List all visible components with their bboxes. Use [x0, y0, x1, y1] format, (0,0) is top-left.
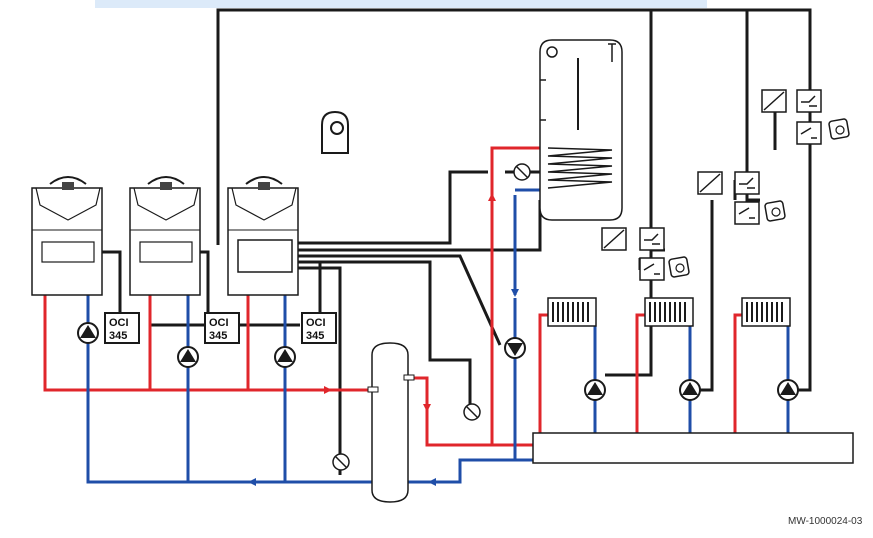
outdoor-sensor [321, 110, 349, 154]
cylinder-sensor [513, 163, 531, 181]
dhw-pump [504, 337, 526, 359]
reference-code: MW-1000024-03 [788, 516, 863, 527]
boiler-2 [129, 176, 201, 296]
flow-pipes [43, 146, 742, 447]
dhw-cylinder [539, 39, 623, 221]
temperature-sensor-separator [332, 453, 350, 471]
radiator-2 [644, 297, 694, 327]
oci-module-2-line2: 345 [209, 330, 227, 342]
oci-module-3-line1: OCI [306, 317, 326, 329]
hydraulic-separator [367, 342, 415, 503]
oci-module-1-line1: OCI [109, 317, 129, 329]
circuit-pump-3 [777, 379, 799, 401]
circuit-pump-2 [679, 379, 701, 401]
control-wiring [95, 8, 812, 475]
boiler-pump-2 [177, 346, 199, 368]
oci-module-1-line2: 345 [109, 330, 127, 342]
oci-module-3: OCI 345 [301, 312, 337, 344]
boiler-pump-3 [274, 346, 296, 368]
boiler-pump-1 [77, 322, 99, 344]
zone-controls-1 [601, 227, 690, 281]
caption-band [95, 0, 707, 8]
radiator-1 [547, 297, 597, 327]
temperature-sensor-flow [463, 403, 481, 421]
zone-controls-3 [761, 89, 850, 145]
oci-module-3-line2: 345 [306, 330, 324, 342]
oci-module-2-line1: OCI [209, 317, 229, 329]
radiator-3 [741, 297, 791, 327]
circuit-pump-1 [584, 379, 606, 401]
oci-module-2: OCI 345 [204, 312, 240, 344]
oci-module-1: OCI 345 [104, 312, 140, 344]
zone-controls-2 [697, 171, 786, 225]
distribution-manifold [532, 432, 854, 464]
boiler-1 [31, 176, 103, 296]
boiler-3 [227, 176, 299, 296]
